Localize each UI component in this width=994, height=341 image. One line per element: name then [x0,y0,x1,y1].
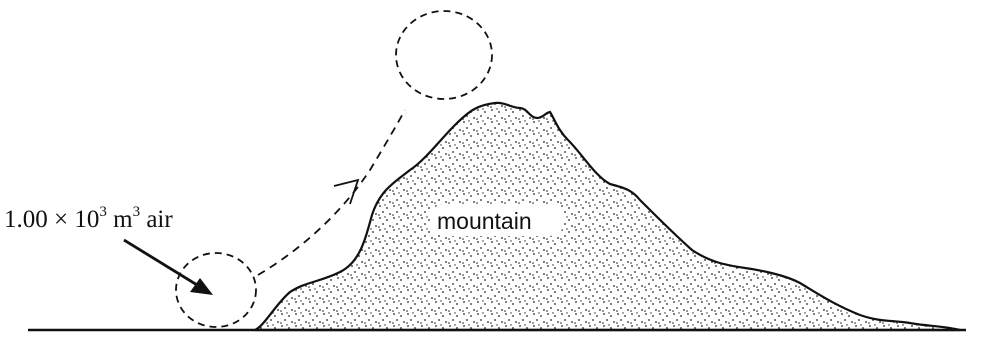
power-base: 10 [74,206,99,233]
pointer-arrowhead [190,278,213,295]
air-volume-label: 1.00 × 103 m3 air [4,207,173,232]
times-sign: × [54,206,68,233]
volume-unit: m [113,206,132,233]
air-word: air [146,206,172,233]
power-exponent: 3 [99,204,107,220]
air-parcel-lower [176,253,256,327]
air-parcel-upper [396,11,492,99]
mountain-label: mountain [433,208,536,235]
pointer-arrow-shaft [124,240,202,288]
air-volume-number: 1.00 [4,206,48,233]
unit-exponent: 3 [133,204,141,220]
mountain [255,103,960,330]
